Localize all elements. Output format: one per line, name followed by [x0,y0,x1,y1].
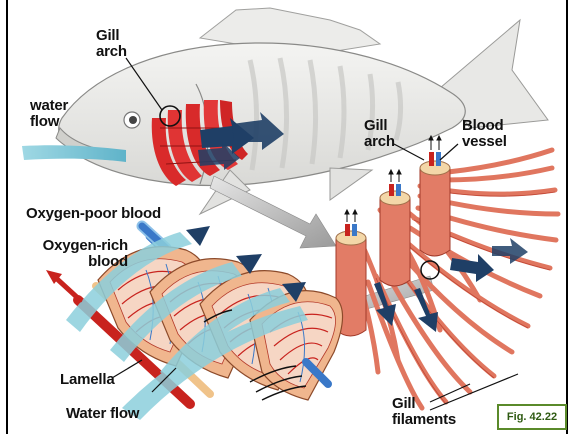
label-gill-arch-detail-line2: arch [364,134,395,150]
label-gill-filaments: Gill filaments [392,396,456,428]
label-water-flow-bottom: Water flow [66,406,139,422]
label-oxygen-rich-line2: blood [30,254,128,270]
label-water-flow-line1: water [30,98,68,114]
label-lamella: Lamella [60,372,114,388]
label-blood-vessel-line1: Blood [462,118,507,134]
label-gill-arch-detail-line1: Gill [364,118,395,134]
gill-filament-bundle [336,136,558,408]
zoom-arrow-to-arch [210,176,336,248]
label-gill-filaments-line2: filaments [392,412,456,428]
label-water-flow: water flow [30,98,68,130]
label-oxygen-rich-line1: Oxygen-rich [30,238,128,254]
label-gill-arch-fish: Gill arch [96,28,127,60]
label-gill-arch-fish-line1: Gill [96,28,127,44]
label-oxygen-poor-blood: Oxygen-poor blood [26,206,161,222]
label-gill-filaments-line1: Gill [392,396,456,412]
label-oxygen-rich-blood: Oxygen-rich blood [30,238,128,270]
fish-outline [56,8,548,214]
label-blood-vessel: Blood vessel [462,118,507,150]
label-blood-vessel-line2: vessel [462,134,507,150]
label-gill-arch-fish-line2: arch [96,44,127,60]
label-water-flow-line2: flow [30,114,68,130]
figure-number-tag: Fig. 42.22 [497,404,567,430]
label-gill-arch-detail: Gill arch [364,118,395,150]
